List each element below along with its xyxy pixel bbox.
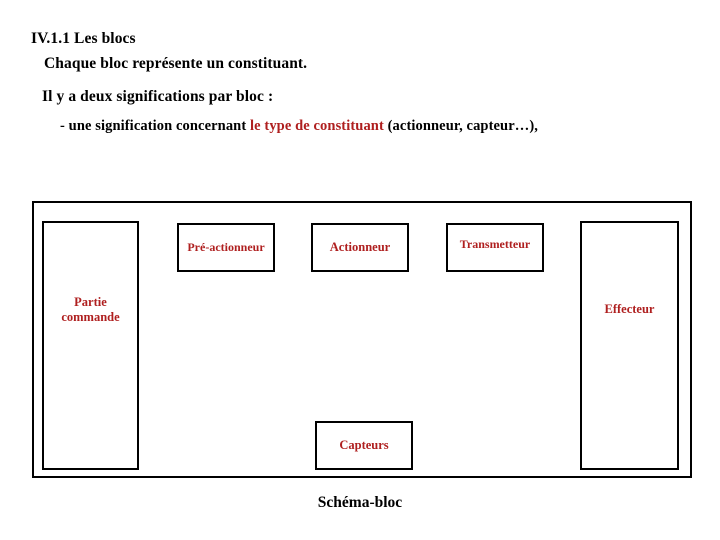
slide-line-deux-significations: Il y a deux significations par bloc : (42, 88, 274, 105)
page-title: IV.1.1 Les blocs (31, 30, 136, 47)
diagram-block-transmetteur[interactable]: Transmetteur (446, 223, 544, 272)
bullet-text-accent: le type de constituant (250, 118, 384, 134)
slide-line-chaque-bloc: Chaque bloc représente un constituant. (44, 55, 308, 72)
bullet-text-suffix: (actionneur, capteur…), (383, 118, 539, 134)
bullet-text-prefix: - une signification concernant (60, 118, 250, 134)
diagram-caption: Schéma-bloc (317, 494, 403, 511)
diagram-block-capteurs[interactable]: Capteurs (315, 421, 413, 470)
diagram-block-actionneur[interactable]: Actionneur (311, 223, 409, 272)
diagram-block-pre-actionneur[interactable]: Pré-actionneur (177, 223, 275, 272)
diagram-block-effecteur[interactable]: Effecteur (580, 221, 679, 470)
slide-line-bullet-type: - une signification concernant le type d… (60, 118, 538, 135)
